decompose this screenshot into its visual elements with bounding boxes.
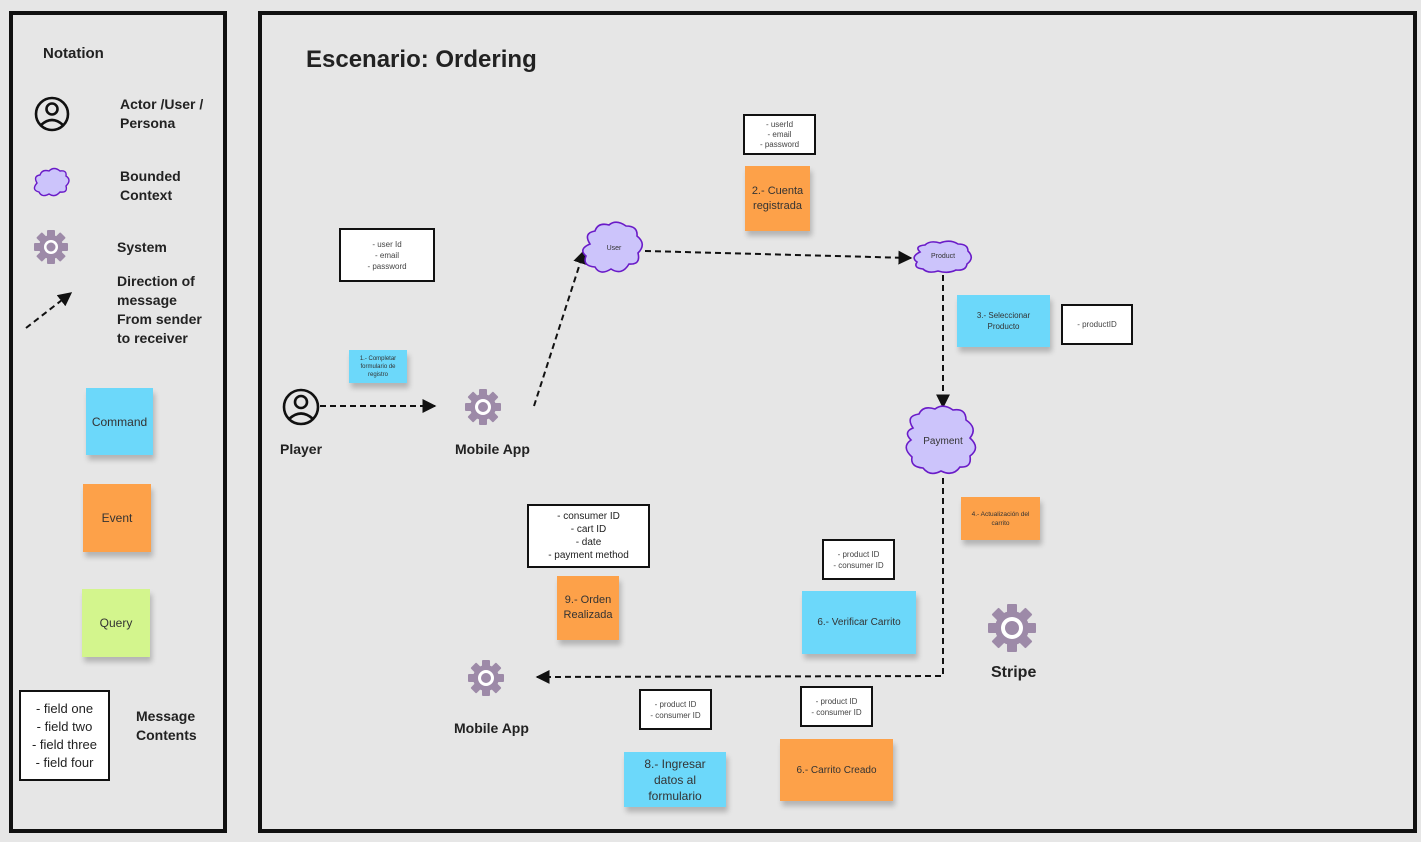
product-context-label: Product xyxy=(930,253,956,260)
arrow-payment-to-app xyxy=(535,478,944,684)
message-account: - userId- email- password xyxy=(743,114,816,155)
system-label: System xyxy=(117,239,167,255)
player-actor-icon xyxy=(282,388,320,426)
payment-context-cloud xyxy=(905,405,977,475)
arrow-app-to-user xyxy=(533,249,587,407)
message-created: - product ID- consumer ID xyxy=(800,686,873,727)
stripe-gear-icon xyxy=(988,604,1036,652)
cloud-icon xyxy=(33,167,70,197)
message-product: - productID xyxy=(1061,304,1133,345)
product-context-cloud xyxy=(913,240,973,274)
legend-direction-arrow xyxy=(25,292,73,329)
legend-command-sticky: Command xyxy=(86,388,153,455)
stripe-label: Stripe xyxy=(991,664,1037,681)
message-verify: - product ID- consumer ID xyxy=(822,539,895,580)
event-6-carrito-creado: 6.- Carrito Creado xyxy=(780,739,893,801)
message-order: - consumer ID- cart ID - date- payment m… xyxy=(527,504,650,568)
user-context-cloud xyxy=(582,221,644,273)
message-form: - product ID- consumer ID xyxy=(639,689,712,730)
mobile-app-gear-icon xyxy=(465,389,501,425)
legend-event-sticky: Event xyxy=(83,484,151,552)
scenario-title: Escenario: Ordering xyxy=(306,46,537,73)
arrow-user-to-product xyxy=(644,250,913,265)
legend-message-box: - field one- field two - field three- fi… xyxy=(19,690,110,781)
actor-label: Actor /User /Persona xyxy=(120,96,204,131)
actor-icon xyxy=(34,96,70,132)
mobile-app-2-label: Mobile App xyxy=(454,720,529,736)
notation-title: Notation xyxy=(43,45,104,62)
command-6-verificar-carrito: 6.- Verificar Carrito xyxy=(802,591,916,654)
payment-context-label: Payment xyxy=(923,436,963,447)
mobile-app-2-gear-icon xyxy=(468,660,504,696)
legend-query-sticky: Query xyxy=(82,589,150,657)
player-label: Player xyxy=(280,441,323,457)
gear-icon xyxy=(34,230,68,264)
user-context-label: User xyxy=(606,245,622,252)
message-register: - user Id- email- password xyxy=(339,228,435,282)
mobile-app-label: Mobile App xyxy=(455,441,530,457)
